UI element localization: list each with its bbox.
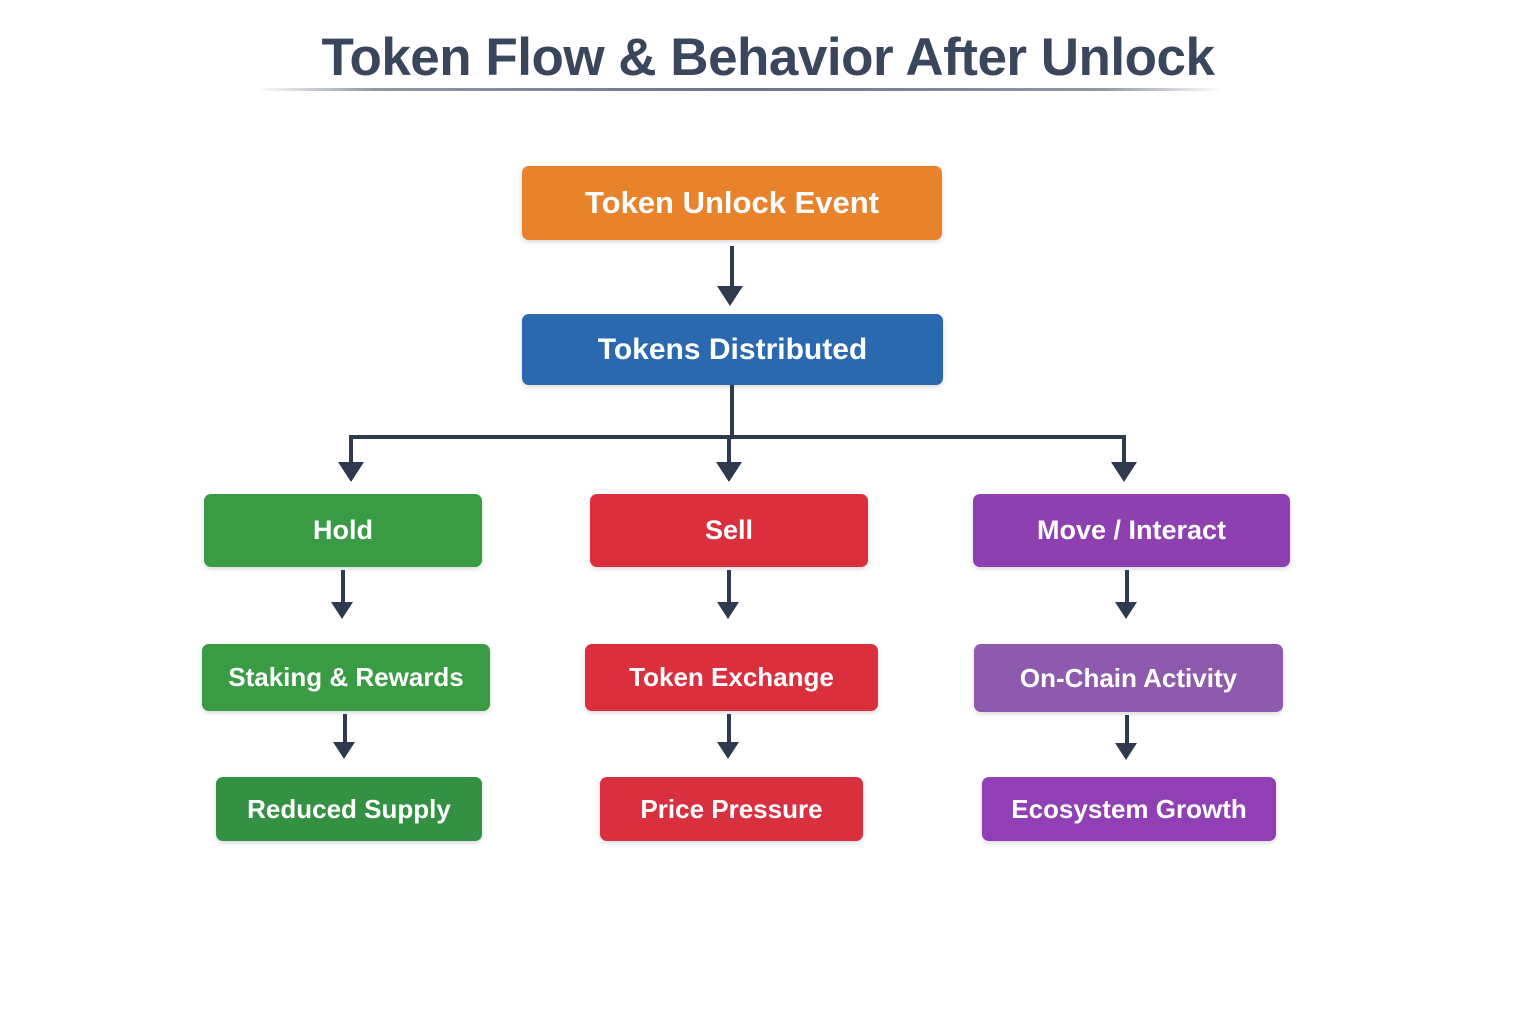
node-ecosystem-growth[interactable]: Ecosystem Growth <box>982 777 1276 841</box>
node-staking-rewards[interactable]: Staking & Rewards <box>202 644 490 711</box>
connector-exchange-to-pressure-line <box>727 714 731 746</box>
arrowhead-move-to-onchain <box>1115 602 1137 619</box>
node-reduced-supply[interactable]: Reduced Supply <box>216 777 482 841</box>
connector-move-to-onchain-line <box>1125 570 1129 606</box>
arrowhead-onchain-to-ecosystem <box>1115 743 1137 760</box>
arrowhead-staking-to-supply <box>333 742 355 759</box>
arrowhead-unlock-to-distributed <box>717 286 743 306</box>
node-tokens-distributed[interactable]: Tokens Distributed <box>522 314 943 385</box>
connector-staking-to-supply-line <box>343 714 347 746</box>
node-sell[interactable]: Sell <box>590 494 868 567</box>
node-token-exchange[interactable]: Token Exchange <box>585 644 878 711</box>
connector-bus-to-move-line <box>1122 435 1126 466</box>
page-title: Token Flow & Behavior After Unlock <box>321 28 1215 87</box>
arrowhead-hold-to-staking <box>331 602 353 619</box>
connector-onchain-to-ecosystem-line <box>1125 715 1129 747</box>
node-move-interact[interactable]: Move / Interact <box>973 494 1290 567</box>
connector-unlock-to-distributed-line <box>730 246 734 290</box>
connector-sell-to-exchange-line <box>727 570 731 606</box>
arrowhead-bus-to-move <box>1111 462 1137 482</box>
node-on-chain-activity[interactable]: On-Chain Activity <box>974 644 1283 712</box>
title-block: Token Flow & Behavior After Unlock <box>0 30 1536 86</box>
connector-bus-to-hold-line <box>349 435 353 466</box>
arrowhead-bus-to-hold <box>338 462 364 482</box>
node-token-unlock-event[interactable]: Token Unlock Event <box>522 166 942 240</box>
arrowhead-exchange-to-pressure <box>717 742 739 759</box>
arrowhead-bus-to-sell <box>716 462 742 482</box>
node-hold[interactable]: Hold <box>204 494 482 567</box>
node-price-pressure[interactable]: Price Pressure <box>600 777 863 841</box>
connector-bus-to-sell-line <box>727 435 731 466</box>
connector-distributed-stem <box>730 385 734 439</box>
connector-hold-to-staking-line <box>341 570 345 606</box>
arrowhead-sell-to-exchange <box>717 602 739 619</box>
connector-branch-bus <box>349 435 1126 439</box>
title-divider <box>258 88 1220 91</box>
